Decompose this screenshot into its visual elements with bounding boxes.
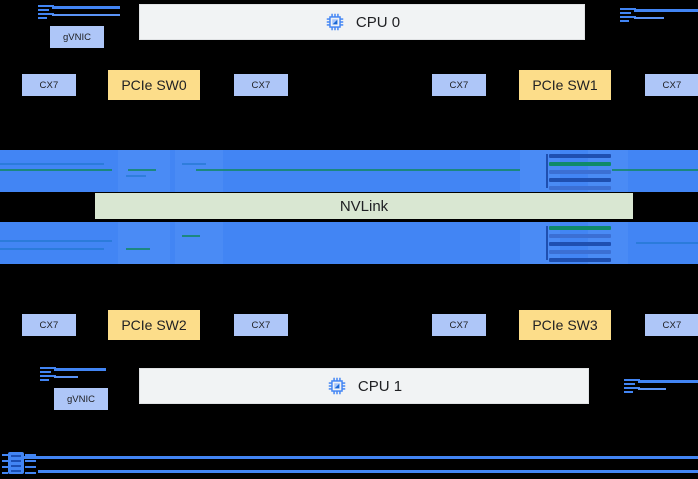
cx7-4-box[interactable]: CX7 [22, 314, 76, 336]
nvlink-label: NVLink [339, 197, 389, 215]
cpu-1-label: CPU 1 [357, 377, 403, 395]
gpu-band-link [196, 169, 520, 171]
gvnic-bottom-right-connector-icon [624, 379, 640, 393]
nvlink-box[interactable]: NVLink [95, 193, 633, 219]
gvnic-bottom-left-label: gVNIC [67, 393, 95, 405]
cx7-5-box[interactable]: CX7 [234, 314, 288, 336]
gpu-band-link [0, 248, 104, 250]
cx7-0-box[interactable]: CX7 [22, 74, 76, 96]
gpu-band-link [0, 163, 104, 165]
cx7-5-label: CX7 [251, 319, 271, 331]
pcie-sw2-box[interactable]: PCIe SW2 [108, 310, 200, 340]
gvnic-top-left-rail-lower [52, 14, 120, 16]
pcie-sw2-label: PCIe SW2 [121, 317, 187, 333]
cpu-0-label: CPU 0 [355, 13, 401, 31]
cx7-2-label: CX7 [449, 79, 469, 91]
gpu-band-upper [0, 150, 698, 192]
switch-whisker [25, 460, 36, 462]
cx7-6-box[interactable]: CX7 [432, 314, 486, 336]
cx7-3-label: CX7 [662, 79, 682, 91]
gpu-band-divider [546, 226, 548, 260]
gvnic-bottom-right-rail-upper [638, 380, 698, 383]
cpu-0-box[interactable]: CPU 0 [139, 4, 585, 40]
gpu-band-link [182, 163, 206, 165]
cx7-3-box[interactable]: CX7 [645, 74, 698, 96]
cx7-1-label: CX7 [251, 79, 271, 91]
gpu-tile [118, 150, 170, 192]
cx7-4-label: CX7 [39, 319, 59, 331]
gvnic-top-right-rail-upper [634, 9, 698, 12]
switch-whisker [25, 472, 36, 474]
cpu-1-box[interactable]: CPU 1 [139, 368, 589, 404]
cx7-6-label: CX7 [449, 319, 469, 331]
gvnic-bottom-right-rail-lower [638, 388, 666, 390]
gpu-band-lower [0, 222, 698, 264]
gpu-stack [549, 226, 611, 264]
switch-whisker [25, 454, 36, 456]
network-fabric-rail-bottom [38, 470, 698, 473]
network-fabric-rail-top [22, 456, 698, 459]
gpu-tile [175, 150, 223, 192]
gpu-tile [118, 222, 170, 264]
cx7-7-label: CX7 [662, 319, 682, 331]
gpu-band-link [0, 169, 112, 171]
gpu-band-link [636, 242, 698, 244]
gvnic-top-left-connector-icon [38, 5, 54, 19]
gvnic-top-right-rail-lower [634, 17, 664, 19]
pcie-sw3-box[interactable]: PCIe SW3 [519, 310, 611, 340]
gpu-band-link [182, 235, 200, 237]
gpu-band-link [0, 240, 112, 242]
gvnic-bottom-left-connector-icon [40, 367, 56, 381]
gpu-band-divider [546, 154, 548, 188]
gvnic-top-left-box[interactable]: gVNIC [50, 26, 104, 48]
switch-whisker [2, 466, 8, 468]
cx7-1-box[interactable]: CX7 [234, 74, 288, 96]
switch-whisker [25, 466, 36, 468]
gpu-band-link [128, 169, 156, 171]
gvnic-bottom-left-box[interactable]: gVNIC [54, 388, 108, 410]
switch-body [8, 452, 24, 474]
pcie-sw1-label: PCIe SW1 [532, 77, 598, 93]
gvnic-bottom-left-rail-upper [54, 368, 106, 371]
gvnic-top-left-label: gVNIC [63, 31, 91, 43]
pcie-sw0-box[interactable]: PCIe SW0 [108, 70, 200, 100]
gpu-band-link [126, 248, 150, 250]
gpu-band-link [126, 175, 146, 177]
gvnic-bottom-left-rail-lower [54, 376, 78, 378]
pcie-sw3-label: PCIe SW3 [532, 317, 598, 333]
switch-whisker [2, 454, 8, 456]
cpu-chip-icon [326, 13, 344, 31]
pcie-sw0-label: PCIe SW0 [121, 77, 187, 93]
gvnic-top-left-rail-upper [52, 6, 120, 9]
cx7-0-label: CX7 [39, 79, 59, 91]
gpu-tile [175, 222, 223, 264]
switch-whisker [2, 460, 8, 462]
pcie-sw1-box[interactable]: PCIe SW1 [519, 70, 611, 100]
cpu-chip-icon [328, 377, 346, 395]
cx7-7-box[interactable]: CX7 [645, 314, 698, 336]
gvnic-top-right-connector-icon [620, 8, 636, 22]
network-switch-icon [2, 450, 36, 476]
switch-whisker [2, 472, 8, 474]
cx7-2-box[interactable]: CX7 [432, 74, 486, 96]
gpu-band-link [612, 169, 698, 171]
gpu-stack [549, 154, 611, 192]
